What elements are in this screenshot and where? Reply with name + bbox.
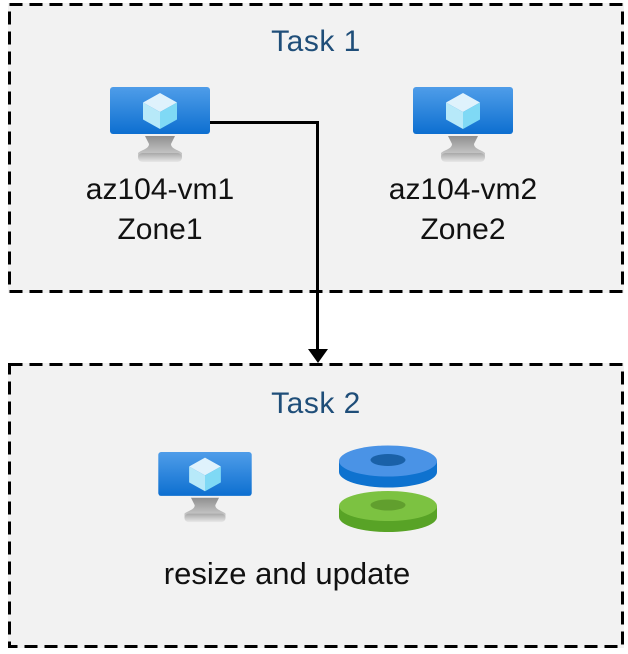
task2-title: Task 2	[271, 387, 361, 420]
arrow-connector-vertical	[316, 121, 319, 349]
task2-group: Task 2 resize and update	[8, 363, 624, 648]
disk-stack-icon	[339, 445, 437, 532]
vm-icon	[110, 87, 210, 162]
vm1-label: az104-vm1 Zone1	[60, 170, 260, 250]
vm-icon	[158, 452, 252, 523]
vm-icon	[413, 87, 513, 162]
arrow-head-icon	[308, 349, 328, 363]
vm1-zone: Zone1	[117, 213, 203, 246]
arrow-connector-horizontal	[210, 121, 317, 124]
task2-caption: resize and update	[163, 556, 411, 591]
vm1-name: az104-vm1	[85, 173, 235, 206]
vm2-zone: Zone2	[420, 213, 506, 246]
vm2-name: az104-vm2	[388, 173, 538, 206]
task1-title: Task 1	[271, 25, 361, 58]
vm2-label: az104-vm2 Zone2	[363, 170, 563, 250]
